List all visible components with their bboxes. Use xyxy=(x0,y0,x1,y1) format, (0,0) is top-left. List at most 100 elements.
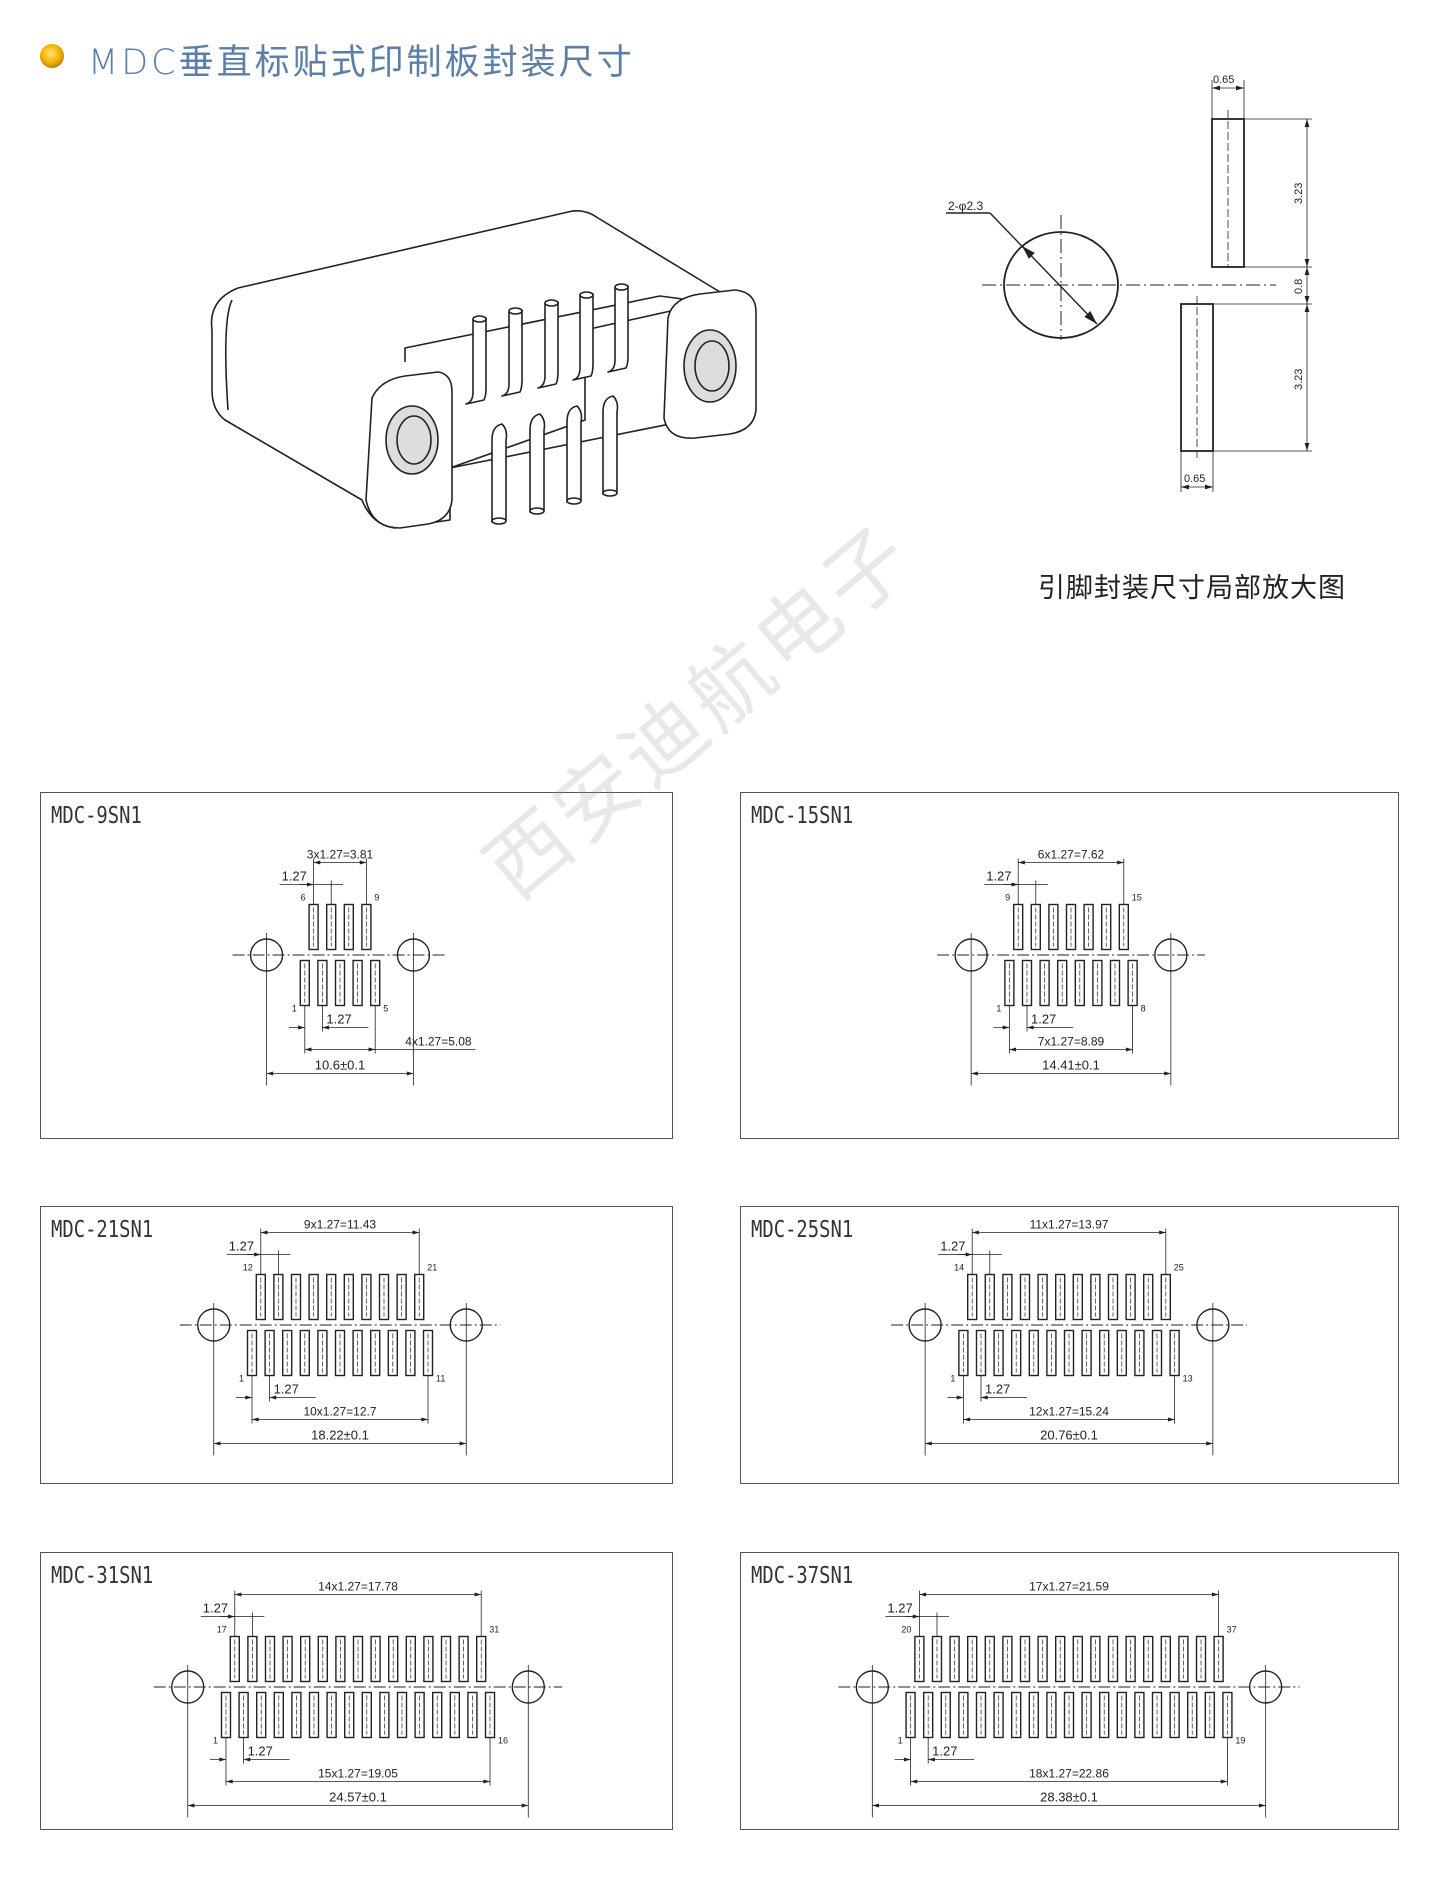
bottom-row-pin xyxy=(379,1691,390,1739)
top-row-pin xyxy=(440,1635,452,1683)
bottom-row-pin xyxy=(432,1691,443,1739)
bottom-row-pin xyxy=(387,1329,399,1377)
bottom-row-pin xyxy=(334,1329,346,1377)
bottom-row-pin xyxy=(308,1691,320,1739)
connector-body-edge xyxy=(224,299,233,411)
pin-number-label: 14 xyxy=(954,1263,964,1273)
top-row-pin xyxy=(1143,1273,1154,1321)
bottom-row-pin xyxy=(449,1691,461,1739)
top-row-pin xyxy=(966,1635,978,1683)
connector-3d-illustration xyxy=(210,210,757,529)
pin-number-label: 1 xyxy=(898,1736,903,1746)
top-row-pin xyxy=(1125,1273,1136,1321)
hole-diameter-label: 2-φ2.3 xyxy=(948,199,983,213)
pin-length-bottom-label: 3.23 xyxy=(1293,369,1305,390)
bottom-row-pin xyxy=(993,1329,1004,1377)
pin-number-label: 15 xyxy=(1132,893,1142,903)
pin-width-top-label: 0.65 xyxy=(1213,74,1234,86)
hole-span-label: 14.41±0.1 xyxy=(1042,1058,1100,1073)
bottom-row-pin xyxy=(1010,1329,1022,1377)
bottom-row-pin xyxy=(1109,959,1121,1007)
bottom-pitch-label: 1.27 xyxy=(274,1382,299,1397)
top-row-pin xyxy=(1178,1635,1189,1683)
pin-number-label: 8 xyxy=(1141,1004,1146,1014)
bottom-span-label: 18x1.27=22.86 xyxy=(1029,1767,1109,1781)
top-row-pin xyxy=(378,1273,390,1321)
bottom-row-pin xyxy=(326,1691,337,1739)
pin-number-label: 1 xyxy=(950,1374,955,1384)
bottom-row-pin xyxy=(940,1691,951,1739)
bottom-row-pin xyxy=(975,1691,987,1739)
top-row-pin xyxy=(423,1635,434,1683)
bottom-row-pin xyxy=(1116,1329,1128,1377)
top-row-pin xyxy=(361,1273,372,1321)
top-row-pin xyxy=(1065,903,1077,951)
left-flange-hole xyxy=(385,405,439,475)
bottom-row-pin xyxy=(1169,1691,1180,1739)
top-row-pin xyxy=(1037,1635,1048,1683)
pin-number-label: 17 xyxy=(217,1625,227,1635)
panel-title: MDC-21SN1 xyxy=(51,1217,154,1243)
hole-span-label: 18.22±0.1 xyxy=(311,1428,369,1443)
detail-caption: 引脚封装尺寸局部放大图 xyxy=(1038,573,1346,604)
top-row-pin xyxy=(984,1635,995,1683)
pin-number-label: 1 xyxy=(239,1374,244,1384)
top-span-label: 11x1.27=13.97 xyxy=(1030,1218,1109,1232)
bottom-row-pin xyxy=(1028,1691,1039,1739)
top-row-pin xyxy=(1019,1273,1031,1321)
top-row-pin xyxy=(1048,903,1059,951)
pin-number-label: 21 xyxy=(427,1263,437,1273)
pin-number-label: 13 xyxy=(1183,1374,1193,1384)
left-hole-thread xyxy=(396,415,432,465)
top-row-pin xyxy=(1101,903,1112,951)
top-row-pin xyxy=(1143,1635,1154,1683)
top-row-pin xyxy=(1054,1273,1066,1321)
bottom-row-pin xyxy=(1046,1691,1057,1739)
bottom-row-pin xyxy=(352,1329,363,1377)
bottom-pitch-label: 1.27 xyxy=(932,1744,957,1759)
top-row-pin xyxy=(1002,1273,1013,1321)
bottom-row-pin xyxy=(352,959,363,1007)
top-row-pin xyxy=(325,1273,337,1321)
bottom-row-pin xyxy=(281,1329,293,1377)
top-row-pin xyxy=(1107,1635,1119,1683)
top-span-label: 9x1.27=11.43 xyxy=(304,1218,377,1232)
bottom-pitch-label: 1.27 xyxy=(1031,1012,1056,1027)
bottom-row-pin xyxy=(1028,1329,1039,1377)
top-row-pin xyxy=(1195,1635,1207,1683)
bottom-row-pin xyxy=(317,1329,328,1377)
bottom-row-pin xyxy=(1046,1329,1057,1377)
top-row-pin xyxy=(405,1635,417,1683)
diameter-arrow xyxy=(1021,245,1035,259)
top-row-pin xyxy=(317,1635,328,1683)
top-row-pin xyxy=(290,1273,302,1321)
top-row-pin xyxy=(299,1635,311,1683)
bottom-row-pin xyxy=(467,1691,478,1739)
top-row-pin xyxy=(370,1635,381,1683)
pin-number-label: 5 xyxy=(383,1004,388,1014)
top-row-pin xyxy=(388,1635,399,1683)
pin-number-label: 20 xyxy=(901,1625,911,1635)
bottom-row-pin xyxy=(255,1691,267,1739)
pin-number-label: 19 xyxy=(1235,1736,1245,1746)
bottom-row-pin xyxy=(993,1691,1004,1739)
top-row-pin xyxy=(1090,1635,1101,1683)
top-row-pin xyxy=(1072,1635,1084,1683)
right-hole-thread xyxy=(694,340,730,392)
bottom-row-pin xyxy=(1134,1329,1145,1377)
top-row-pin xyxy=(1072,1273,1084,1321)
bottom-row-pin xyxy=(1151,1329,1163,1377)
bottom-span-label: 4x1.27=5.08 xyxy=(405,1035,472,1049)
upper-pins xyxy=(465,283,629,420)
top-row-pin xyxy=(1019,1635,1031,1683)
top-row-pin xyxy=(1083,903,1094,951)
top-row-pin xyxy=(1160,1635,1172,1683)
top-row-pin xyxy=(343,1273,355,1321)
lower-pins xyxy=(491,395,619,525)
bottom-row-pin xyxy=(1187,1691,1198,1739)
